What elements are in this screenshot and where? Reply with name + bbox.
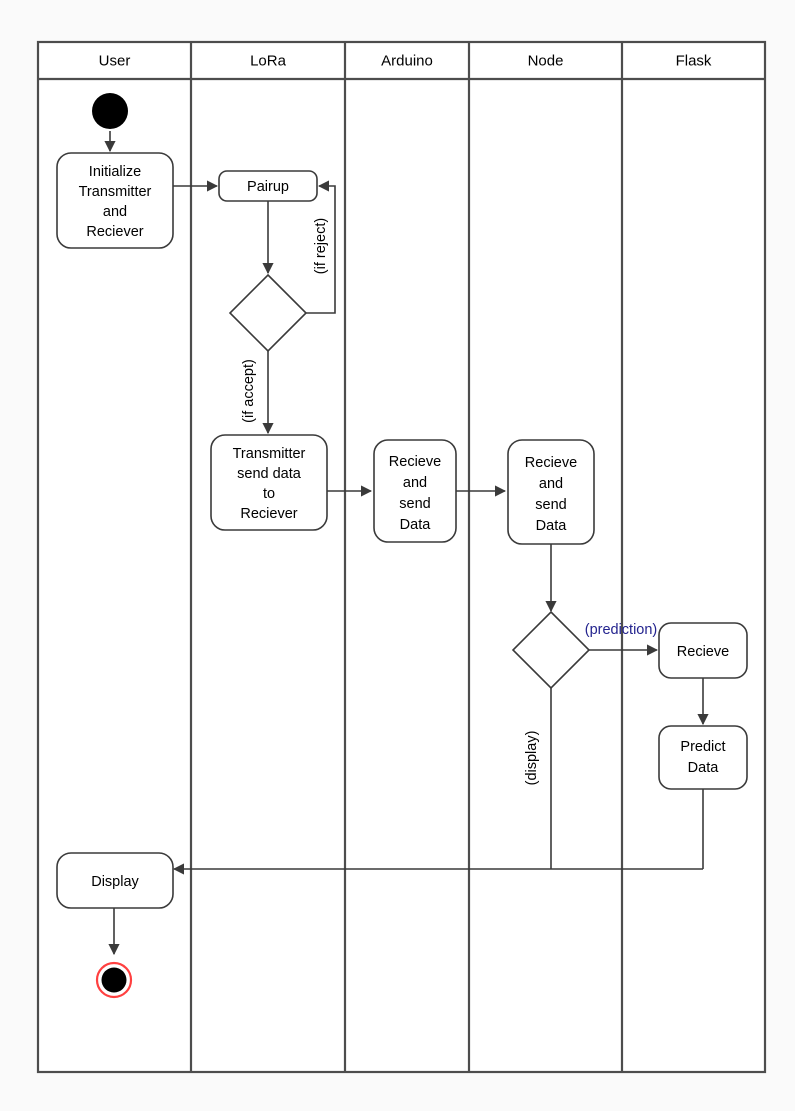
action-transmitter-send-data[interactable]: Transmitter send data to Reciever (210, 434, 328, 531)
action-arduino-line-4: Data (400, 517, 432, 533)
action-display-label: Display (91, 874, 139, 890)
action-pairup-shape (218, 170, 318, 202)
edge-label-prediction: (prediction) (585, 622, 658, 638)
final-node-ring (95, 961, 133, 999)
action-initialize-line-2: Transmitter (79, 184, 152, 200)
edge-label-display-branch: (display) (524, 731, 540, 786)
action-node-recieve-and-send-data[interactable]: Recieve and send Data (507, 439, 595, 545)
lane-header-node: Node (528, 52, 564, 69)
action-arduino-line-2: and (403, 475, 427, 491)
action-predict-data-line-1: Predict (680, 739, 725, 755)
edge-label-if-accept: (if accept) (241, 359, 257, 423)
final-node-core (101, 967, 127, 993)
action-flask-recieve-shape (658, 622, 748, 679)
action-predict-data-line-2: Data (688, 760, 720, 776)
action-initialize-line-3: and (103, 204, 127, 220)
action-arduino-line-1: Recieve (389, 454, 441, 470)
final-node (95, 961, 133, 999)
decision-node-route[interactable] (511, 610, 591, 690)
initial-node (92, 93, 128, 129)
action-transmitter-line-2: send data (237, 466, 302, 482)
action-initialize-shape (56, 152, 174, 249)
action-transmitter-line-3: to (263, 486, 275, 502)
lane-header-flask: Flask (676, 52, 712, 69)
action-display[interactable]: Display (56, 852, 174, 909)
action-node-line-2: and (539, 476, 563, 492)
action-initialize-line-4: Reciever (86, 224, 143, 240)
edge-decision-reject-to-pairup (306, 180, 336, 314)
action-node-line-4: Data (536, 518, 568, 534)
action-transmitter-line-4: Reciever (240, 506, 297, 522)
action-flask-recieve-label: Recieve (677, 644, 729, 660)
action-predict-data-shape (658, 725, 748, 790)
action-arduino-relay-shape (373, 439, 457, 543)
action-node-relay-shape (507, 439, 595, 545)
action-initialize-line-1: Initialize (89, 164, 141, 180)
action-flask-recieve[interactable]: Recieve (658, 622, 748, 679)
lane-header-user: User (99, 52, 131, 69)
action-display-shape (56, 852, 174, 909)
action-node-line-1: Recieve (525, 455, 577, 471)
action-arduino-recieve-and-send-data[interactable]: Recieve and send Data (373, 439, 457, 543)
action-pairup[interactable]: Pairup (218, 170, 318, 202)
action-initialize-transmitter-and-reciever[interactable]: Initialize Transmitter and Reciever (56, 152, 174, 249)
action-predict-data[interactable]: Predict Data (658, 725, 748, 790)
lane-header-lora: LoRa (250, 52, 287, 69)
action-arduino-line-3: send (399, 496, 430, 512)
action-node-line-3: send (535, 497, 566, 513)
action-transmitter-line-1: Transmitter (233, 446, 306, 462)
action-pairup-label: Pairup (247, 179, 289, 195)
action-transmitter-send-shape (210, 434, 328, 531)
lane-header-arduino: Arduino (381, 52, 433, 69)
decision-pair-result[interactable] (228, 273, 308, 353)
edge-label-if-reject: (if reject) (313, 218, 329, 274)
